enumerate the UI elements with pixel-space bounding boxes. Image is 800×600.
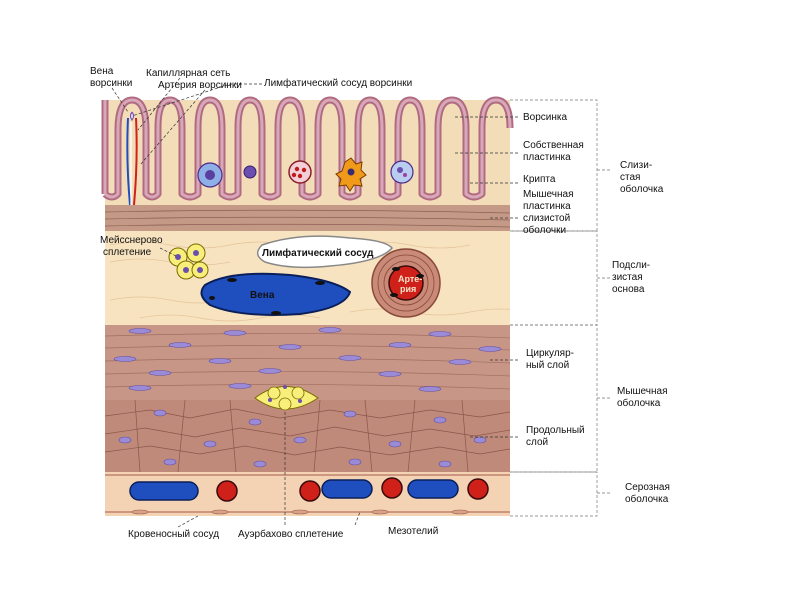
label-meissner-2: сплетение bbox=[103, 247, 152, 258]
auerbach-plexus bbox=[254, 385, 319, 411]
label-longitudinal-1: Продольный bbox=[526, 425, 585, 436]
label-mucosa-1: Слизи- bbox=[620, 160, 652, 171]
label-vein-villus-2: ворсинки bbox=[90, 78, 132, 89]
label-vein-villus-1: Вена bbox=[90, 66, 114, 77]
artery-label-2: рия bbox=[400, 284, 416, 294]
label-serosa-1: Серозная bbox=[625, 482, 670, 493]
label-musc-mucosae-3: слизистой bbox=[523, 213, 570, 224]
meissner-plexus bbox=[168, 243, 209, 280]
lymph-vessel-label: Лимфатический сосуд bbox=[262, 247, 374, 259]
lamina-cells bbox=[197, 157, 414, 192]
label-capillary-network: Капиллярная сеть bbox=[146, 68, 230, 79]
lamina-propria bbox=[105, 100, 510, 208]
label-villus-artery: Артерия ворсинки bbox=[158, 80, 242, 91]
label-longitudinal-2: слой bbox=[526, 437, 548, 448]
label-musc-mucosae-1: Мышечная bbox=[523, 189, 573, 200]
lymphocyte bbox=[243, 165, 257, 179]
vein bbox=[200, 272, 352, 316]
label-circular-1: Циркуляр- bbox=[526, 348, 574, 359]
eosinophil bbox=[288, 160, 312, 184]
label-musc-mucosae-2: пластинка bbox=[523, 201, 571, 212]
label-circular-2: ный слой bbox=[526, 360, 569, 371]
label-muscularis-2: оболочка bbox=[617, 397, 661, 409]
label-villus-lymph: Лимфатический сосуд ворсинки bbox=[264, 77, 412, 89]
label-meissner-1: Мейсснерово bbox=[100, 235, 163, 246]
layer-brackets bbox=[510, 99, 612, 517]
circular-muscle-layer bbox=[105, 325, 510, 400]
label-mucosa-3: оболочка bbox=[620, 183, 664, 195]
serosa-vessels bbox=[129, 477, 489, 502]
vein-label: Вена bbox=[250, 290, 275, 301]
label-villus: Ворсинка bbox=[523, 112, 567, 123]
label-submucosa-1: Подсли- bbox=[612, 260, 650, 271]
leader-lines bbox=[111, 77, 520, 528]
artery: Арте- рия bbox=[371, 248, 441, 318]
label-lamina-propria-1: Собственная bbox=[523, 139, 584, 151]
label-muscularis-1: Мышечная bbox=[617, 386, 667, 397]
artery-label-1: Арте- bbox=[398, 274, 422, 284]
label-blood-vessel: Кровеносный сосуд bbox=[128, 529, 219, 540]
label-musc-mucosae-4: оболочки bbox=[523, 224, 566, 236]
label-mucosa-2: стая bbox=[620, 172, 640, 183]
label-mesothelium: Мезотелий bbox=[388, 526, 438, 537]
label-lamina-propria-2: пластинка bbox=[523, 152, 571, 163]
label-submucosa-3: основа bbox=[612, 284, 645, 295]
label-auerbach: Ауэрбахово сплетение bbox=[238, 528, 344, 540]
label-crypt: Крипта bbox=[523, 174, 556, 185]
label-serosa-2: оболочка bbox=[625, 493, 669, 505]
lymphatic-vessel bbox=[256, 235, 393, 269]
label-submucosa-2: зистая bbox=[612, 272, 643, 283]
